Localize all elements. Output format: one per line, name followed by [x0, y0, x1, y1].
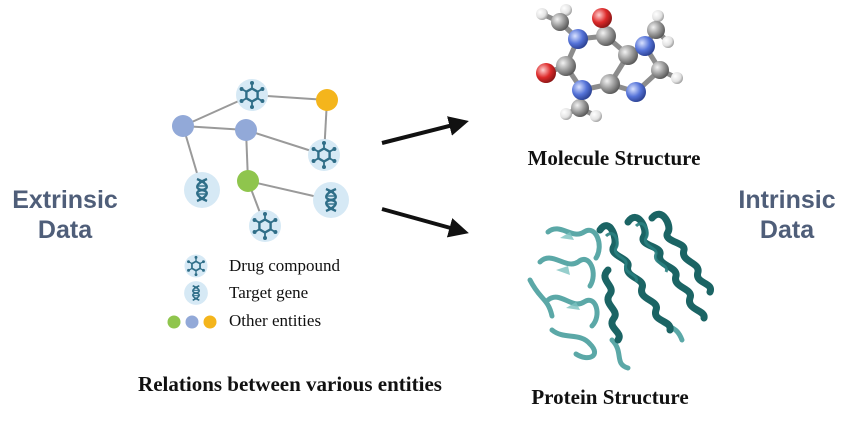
legend-drug-icon	[183, 253, 209, 279]
molecule-structure-image	[536, 4, 683, 122]
drug-compound-icon	[234, 77, 270, 113]
drug-compound-icon	[247, 208, 283, 244]
target-gene-icon	[311, 180, 351, 220]
intrinsic-label-line2: Data	[759, 216, 815, 244]
protein-structure-caption: Protein Structure	[531, 385, 689, 409]
target-gene-icon	[182, 170, 222, 210]
intrinsic-data-label: Intrinsic Data	[728, 185, 846, 245]
legend-drug-label: Drug compound	[229, 256, 340, 275]
legend-dot-blue	[185, 315, 199, 329]
relations-caption: Relations between various entities	[138, 372, 442, 396]
extrinsic-label-line1: Extrinsic	[12, 186, 118, 214]
legend-dot-green	[167, 315, 181, 329]
legend-gene-icon	[183, 280, 209, 306]
entity-node-blue	[235, 119, 257, 141]
legend-dot-yellow	[203, 315, 217, 329]
legend-gene-label: Target gene	[229, 283, 309, 302]
arrow-to-molecule	[381, 116, 469, 145]
entity-node-blue	[172, 115, 194, 137]
extrinsic-label-line2: Data	[37, 216, 93, 244]
entity-node-green	[237, 170, 259, 192]
intrinsic-label-line1: Intrinsic	[738, 186, 836, 214]
drug-compound-icon	[306, 137, 342, 173]
extrinsic-data-label: Extrinsic Data	[2, 185, 128, 245]
protein-structure-image	[527, 210, 714, 371]
legend-symbols	[167, 253, 217, 329]
legend-other-label: Other entities	[229, 311, 322, 330]
arrow-to-protein	[381, 207, 469, 238]
entity-node-yellow	[316, 89, 338, 111]
graph-nodes	[172, 77, 351, 244]
molecule-structure-caption: Molecule Structure	[527, 146, 701, 170]
